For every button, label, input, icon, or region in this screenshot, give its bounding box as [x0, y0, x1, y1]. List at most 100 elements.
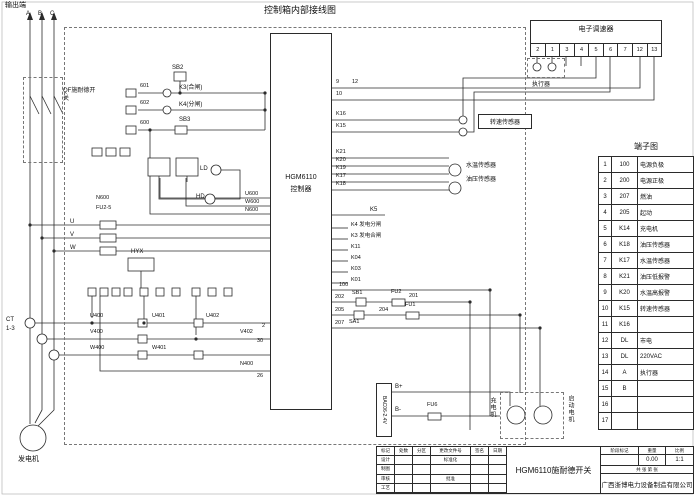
diagram-label: K11 [351, 244, 361, 250]
titleblock-cell [413, 456, 431, 466]
diagram-label: 201 [409, 293, 419, 299]
terminal-desc: 220VAC [640, 353, 662, 360]
diagram-label: K4(分闸) [179, 102, 203, 108]
diagram-label: W600 [245, 199, 260, 205]
terminal-table-title: 端子图 [634, 142, 658, 151]
diagram-label: V402 [240, 329, 253, 335]
diagram-label: K16 [336, 111, 346, 117]
titleblock-cell [471, 483, 489, 493]
weight-header: 重量 [639, 447, 666, 455]
diagram-label: QF施耐德开 [63, 88, 96, 94]
page-title: 控制箱内部接线图 [263, 5, 336, 15]
terminal-code: K16 [612, 317, 638, 332]
titleblock-cell: 标准化 [431, 456, 471, 466]
governor-terminal: 6 [604, 44, 619, 56]
titleblock-cell: 设计 [377, 456, 395, 466]
terminal-num: 3 [599, 189, 612, 204]
drawing-title: HGM6110施耐德开关 [507, 447, 601, 493]
terminal-num: 17 [599, 413, 612, 429]
diagram-label: N600 [96, 195, 110, 201]
terminal-desc: 油压传感器 [640, 243, 671, 249]
terminal-num: 9 [599, 285, 612, 300]
diagram-label: 601 [140, 83, 150, 89]
terminal-code: K17 [612, 253, 638, 268]
terminal-code: K20 [612, 285, 638, 300]
battery-charger-box: BAC06-2.4V [376, 383, 392, 437]
governor-terminal: 3 [560, 44, 575, 56]
diagram-label: 202 [335, 294, 345, 300]
titleblock-header: 更改文件号 [431, 447, 471, 456]
stage-value-row: 0.00 1:1 [601, 455, 693, 466]
diagram-label: K4 发电分闸 [351, 222, 382, 228]
titleblock-cell [471, 456, 489, 466]
diagram-label: SA1 [349, 319, 360, 325]
diagram-label: K3(合闸) [179, 85, 203, 91]
diagram-label: K19 [336, 165, 346, 171]
terminal-code: K15 [612, 301, 638, 316]
titleblock-row: 工艺 [377, 483, 507, 493]
terminal-num: 2 [599, 173, 612, 188]
diagram-label: B- [395, 407, 401, 413]
junction-dots [28, 91, 542, 341]
titleblock-cell [489, 456, 507, 466]
diagram-label: SB2 [172, 65, 184, 71]
terminal-desc: 油压低报警 [640, 275, 671, 281]
terminal-code: K18 [612, 237, 638, 252]
scale-header: 比例 [666, 447, 693, 455]
diagram-label: 10 [336, 91, 343, 97]
terminal-code: K21 [612, 269, 638, 284]
terminal-num: 11 [599, 317, 612, 332]
terminal-code: 200 [612, 173, 638, 188]
diagram-label: 执行器 [532, 82, 551, 88]
terminal-num: 15 [599, 381, 612, 396]
terminal-desc: 燃油 [640, 195, 653, 201]
titleblock-row: 审核 批准 [377, 474, 507, 484]
titleblock-header: 日期 [489, 447, 507, 456]
starter-motor-outline [500, 392, 564, 439]
diagram-label: K15 [336, 123, 346, 129]
diagram-label: 9 [336, 79, 340, 85]
terminal-num: 8 [599, 269, 612, 284]
governor-title: 电子调速器 [578, 26, 614, 33]
diagram-label: K20 [336, 157, 346, 163]
titleblock-cell [413, 465, 431, 475]
diagram-label: 204 [379, 307, 389, 313]
diagram-label: FU2-5 [96, 205, 112, 211]
terminal-num: 13 [599, 349, 612, 364]
terminal-code: 207 [612, 189, 638, 204]
diagram-label: 207 [335, 320, 345, 326]
diagram-label: FU1 [405, 302, 416, 308]
diagram-label: V [70, 232, 75, 238]
titleblock: 标记处数分区更改文件号签名日期 设计标准化制图审核批准工艺 HGM6110施耐德… [376, 446, 694, 494]
terminal-desc: 起动 [640, 211, 653, 217]
stage-value [601, 455, 639, 466]
controller-label: HGM6110 控制器 [271, 172, 331, 196]
titleblock-cell: 批准 [431, 474, 471, 484]
diagram-label: 600 [140, 120, 150, 126]
diagram-label: U600 [245, 191, 259, 197]
control-box-outline [64, 27, 526, 445]
stage-header-row: 阶段标记 重量 比例 [601, 447, 693, 455]
diagram-label: K04 [351, 255, 361, 261]
terminal-desc [638, 413, 693, 429]
diagram-label: 2 [262, 323, 266, 329]
titleblock-cell: 审核 [377, 474, 395, 484]
diagram-label: K3 发电合闸 [351, 233, 382, 239]
diagram-label: K03 [351, 266, 361, 272]
terminal-row: 17 [599, 413, 693, 429]
diagram-label: CT [6, 317, 14, 323]
diagram-label: 充电机 [489, 397, 495, 418]
diagram-label: LD [200, 166, 208, 172]
titleblock-cell [395, 483, 413, 493]
diagram-label: 12 [352, 79, 359, 85]
terminal-code: B [612, 381, 638, 396]
terminal-desc [638, 397, 693, 412]
